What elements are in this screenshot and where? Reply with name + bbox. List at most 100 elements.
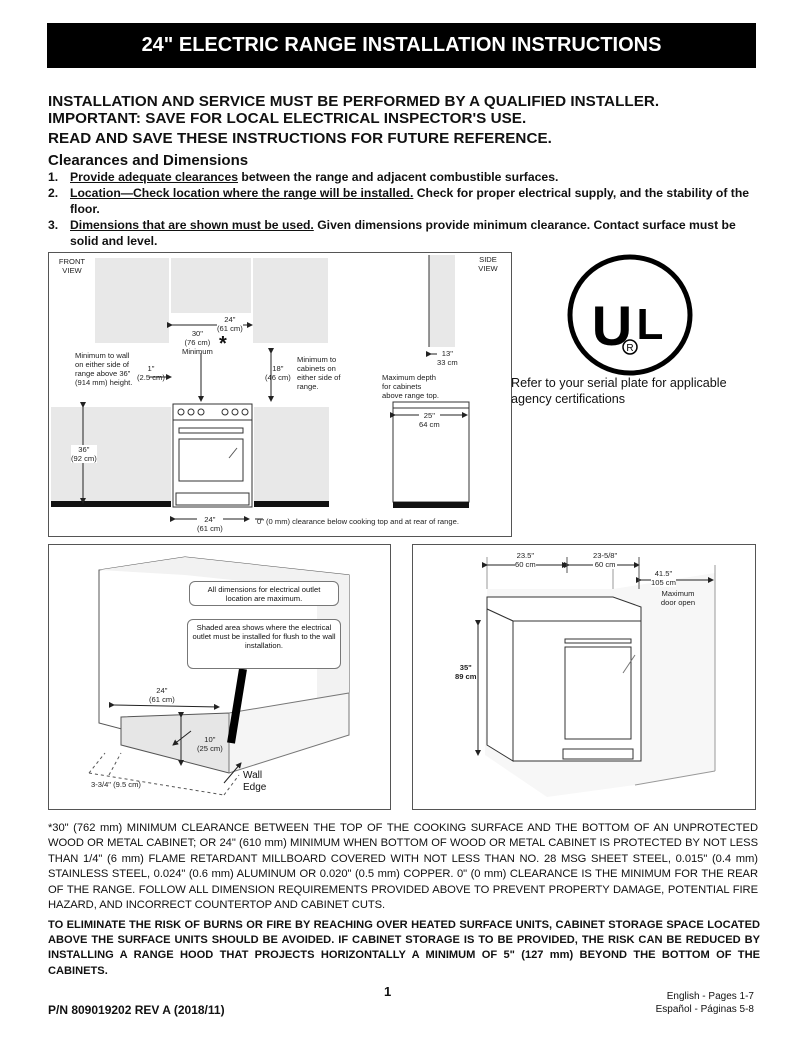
- dim-13-cm: 33 cm: [437, 358, 458, 367]
- dim-24-bottom: 24"(61 cm): [197, 515, 223, 533]
- list-number: 1.: [48, 170, 59, 184]
- list-rest: Check for proper electrical supply, and …: [70, 186, 750, 216]
- side-view-drawing: [392, 255, 470, 508]
- lower-cabinet-left: [51, 407, 171, 504]
- oven-drawing: [475, 557, 716, 797]
- header-line-save: READ AND SAVE THESE INSTRUCTIONS FOR FUT…: [48, 130, 552, 147]
- upper-cabinet-left: [95, 258, 169, 343]
- outlet-dim-10-cm: (25 cm): [197, 744, 223, 753]
- dim-30-in: 30": [191, 329, 203, 338]
- svg-text:L: L: [637, 300, 664, 349]
- svg-text:U: U: [592, 294, 632, 357]
- dim-36-cm: (92 cm): [71, 454, 97, 463]
- section-heading: Clearances and Dimensions: [48, 152, 249, 169]
- document-title: 24" ELECTRIC RANGE INSTALLATION INSTRUCT…: [47, 23, 756, 68]
- dim-1-cm: (2.5 cm): [137, 373, 165, 382]
- asterisk-mark: *: [219, 333, 227, 355]
- dim-1: 1"(2.5 cm): [137, 364, 165, 382]
- oven-dim-35: 35"89 cm: [455, 663, 477, 681]
- dim-13-in: 13": [441, 349, 453, 358]
- outlet-shaded-note: Shaded area shows where the electrical o…: [187, 619, 341, 669]
- oven-dim-415-cm: 105 cm: [651, 578, 676, 587]
- dim-25-in: 25": [423, 411, 435, 420]
- dim-25: 25"64 cm: [419, 411, 440, 429]
- wall-edge-label: Wall Edge: [243, 770, 267, 793]
- header-line-installer: INSTALLATION AND SERVICE MUST BE PERFORM…: [48, 93, 660, 110]
- upper-cabinet-right: [253, 258, 328, 343]
- list-underlined: Location—Check location where the range …: [70, 186, 414, 200]
- oven-dim-235-in: 23.5": [516, 551, 535, 560]
- dim-13: 13"33 cm: [437, 349, 458, 367]
- oven-dim-415-in: 41.5": [654, 569, 673, 578]
- lang-spanish: Español - Páginas 5-8: [655, 1004, 754, 1015]
- dim-30-min: 30"(76 cm)Minimum: [182, 329, 213, 356]
- front-view-drawing: [51, 255, 470, 522]
- oven-dim-2358-in: 23-5/8": [593, 551, 618, 560]
- dim-1-in: 1": [147, 364, 155, 373]
- range-perspective: [486, 596, 642, 762]
- outlet-dim-10-in: 10": [204, 735, 216, 744]
- dim-25-cm: 64 cm: [419, 420, 440, 429]
- max-depth-note: Maximum depth for cabinets above range t…: [382, 373, 439, 400]
- dim-18-cm: (46 cm): [265, 373, 291, 382]
- language-index: English - Pages 1-7 Español - Páginas 5-…: [656, 990, 754, 1016]
- dim-24-bot-cm: (61 cm): [197, 524, 223, 533]
- outlet-dim-24-cm: (61 cm): [149, 695, 175, 704]
- lower-cabinet-right: [254, 407, 329, 504]
- list-underlined: Provide adequate clearances: [70, 170, 239, 184]
- dim-24-top-cm: (61 cm): [217, 324, 243, 333]
- oven-dimension-diagram: 23.5"60 cm 23-5/8"60 cm 41.5"105 cm Maxi…: [412, 544, 756, 810]
- outlet-max-note: All dimensions for electrical outlet loc…: [189, 581, 339, 606]
- dim-24-top-in: 24": [224, 315, 236, 324]
- lang-english: English - Pages 1-7: [666, 991, 754, 1002]
- side-view-label: SIDE VIEW: [478, 255, 498, 273]
- min-cabinet-note: Minimum to cabinets on either side of ra…: [297, 355, 341, 391]
- min-wall-note: Minimum to wall on either side of range …: [75, 351, 133, 387]
- dim-36: 36"(92 cm): [71, 445, 97, 463]
- oven-dim-235: 23.5"60 cm: [515, 551, 536, 569]
- list-rest: between the range and adjacent combustib…: [238, 170, 559, 184]
- list-number: 3.: [48, 218, 59, 232]
- clearance-footnote: *30" (762 mm) MINIMUM CLEARANCE BETWEEN …: [48, 822, 758, 912]
- max-door-open: Maximum door open: [660, 589, 696, 607]
- outlet-dim-334: 3-3/4" (9.5 cm): [91, 780, 141, 789]
- oven-dim-235-cm: 60 cm: [515, 560, 536, 569]
- document-title-text: 24" ELECTRIC RANGE INSTALLATION INSTRUCT…: [141, 34, 662, 56]
- header-line-inspector: IMPORTANT: SAVE FOR LOCAL ELECTRICAL INS…: [48, 110, 527, 127]
- dim-30-cm: (76 cm): [184, 338, 211, 347]
- oven-dim-35-in: 35": [459, 663, 472, 672]
- range-front: [172, 403, 253, 508]
- dim-24-top: 24"(61 cm): [217, 315, 243, 333]
- dim-30-minimum: Minimum: [182, 347, 213, 356]
- zero-clearance-note: 0" (0 mm) clearance below cooking top an…: [257, 517, 459, 526]
- list-item-dimensions: 3. Dimensions that are shown must be use…: [48, 218, 758, 249]
- oven-dim-2358-cm: 60 cm: [594, 560, 616, 569]
- svg-text:R: R: [626, 343, 633, 354]
- upper-cabinet-center: [171, 258, 251, 313]
- ul-certification-note: Refer to your serial plate for applicabl…: [511, 376, 727, 406]
- list-rest: Given dimensions provide minimum clearan…: [70, 218, 736, 248]
- outlet-dim-24: 24"(61 cm): [149, 686, 175, 704]
- dim-24-bot-in: 24": [204, 515, 216, 524]
- toe-kick-left: [51, 501, 171, 507]
- part-number: P/N 809019202 REV A (2018/11): [48, 1003, 225, 1017]
- ul-mark-icon: U L R: [567, 254, 693, 376]
- front-side-view-diagram: FRONT VIEW SIDE VIEW 24"(61 cm) 30"(76 c…: [48, 252, 512, 537]
- list-number: 2.: [48, 186, 59, 200]
- outlet-location-diagram: All dimensions for electrical outlet loc…: [48, 544, 391, 810]
- burn-risk-warning: TO ELIMINATE THE RISK OF BURNS OR FIRE B…: [48, 919, 760, 977]
- list-underlined: Dimensions that are shown must be used.: [70, 218, 314, 232]
- page-number: 1: [384, 984, 392, 999]
- outlet-dim-24-in: 24": [156, 686, 168, 695]
- outlet-dim-10: 10"(25 cm): [197, 735, 223, 753]
- oven-dim-2358: 23-5/8"60 cm: [593, 551, 618, 569]
- list-item-location: 2. Location—Check location where the ran…: [48, 186, 758, 217]
- ul-logo: U L R: [565, 253, 695, 377]
- dim-18: 18"(46 cm): [265, 364, 291, 382]
- list-item-clearances: 1. Provide adequate clearances between t…: [48, 170, 758, 186]
- dim-36-in: 36": [78, 445, 90, 454]
- oven-dim-415: 41.5"105 cm: [651, 569, 676, 587]
- toe-kick-right: [254, 501, 329, 507]
- front-view-label: FRONT VIEW: [58, 257, 86, 275]
- dim-18-in: 18": [272, 364, 284, 373]
